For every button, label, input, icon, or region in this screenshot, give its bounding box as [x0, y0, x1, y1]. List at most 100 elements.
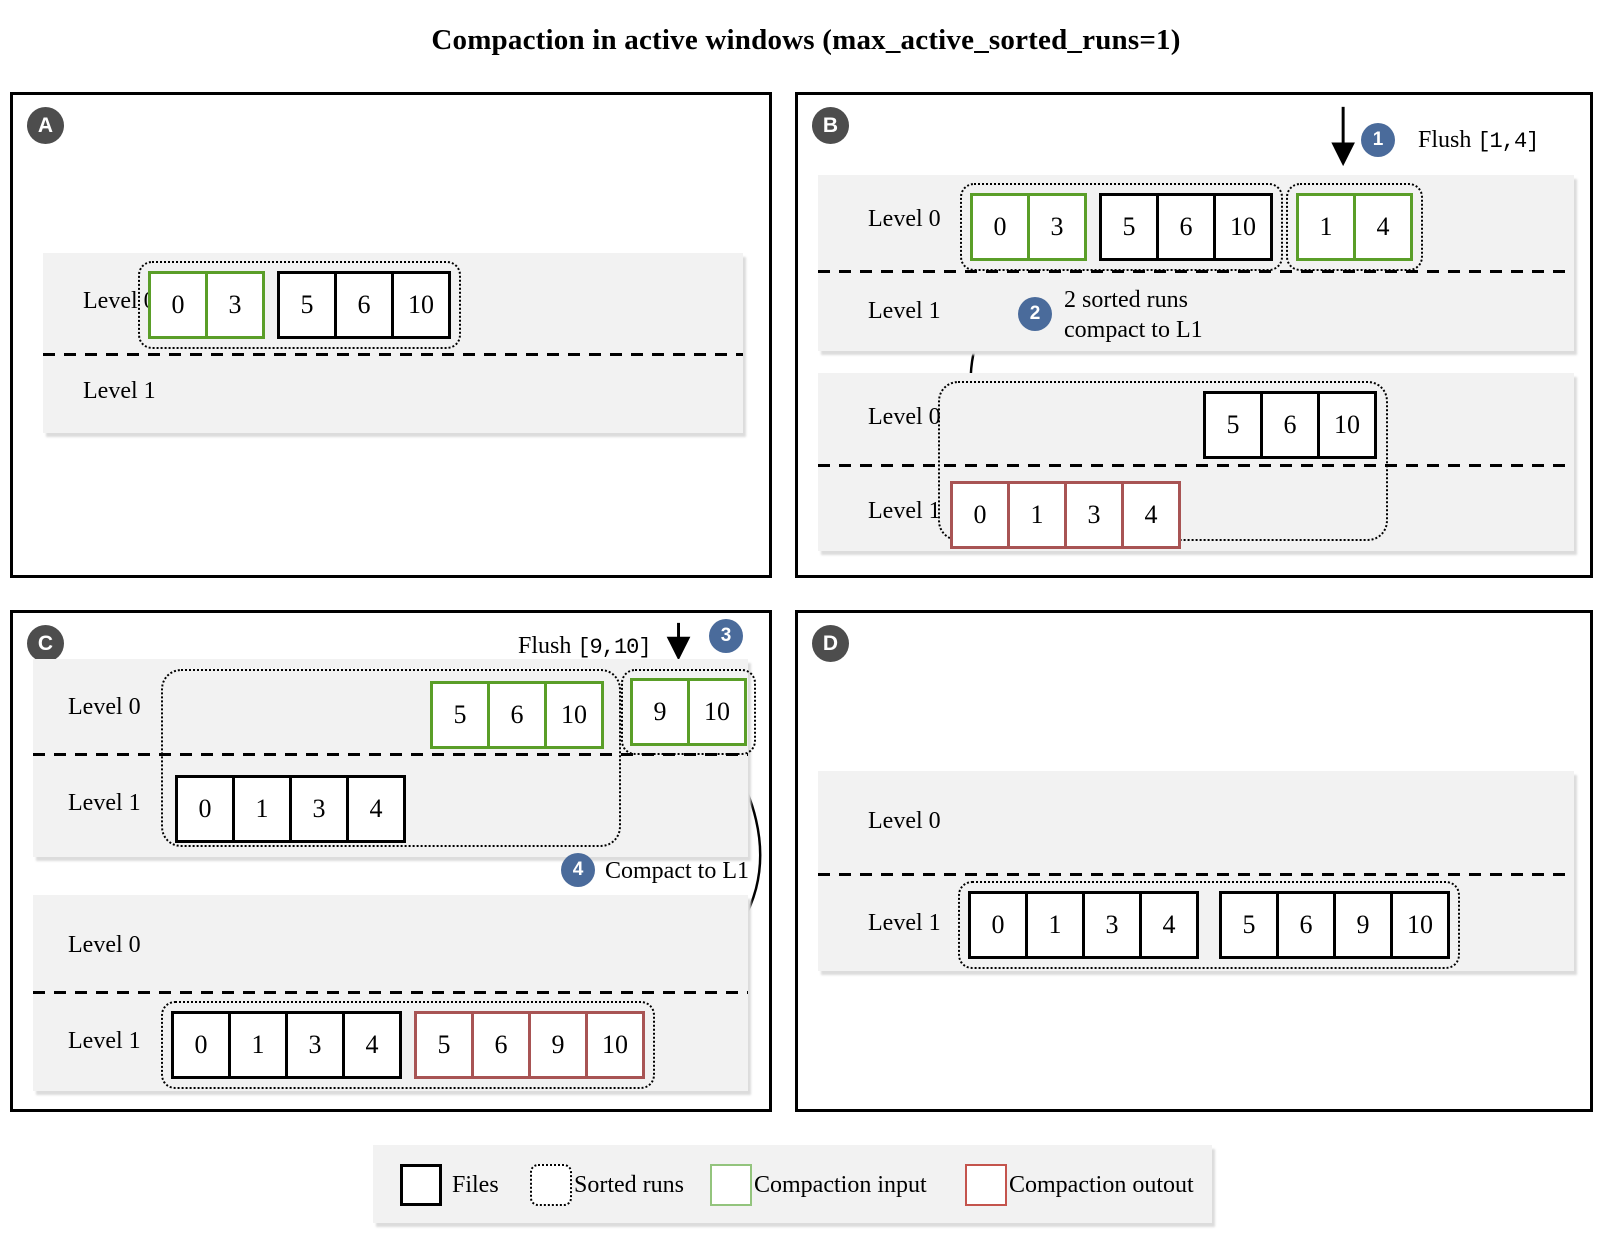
- step-4-badge: 4: [561, 853, 595, 887]
- compaction-input-swatch: [710, 1164, 752, 1206]
- files-swatch: [400, 1164, 442, 1206]
- level-0-label: Level 0: [68, 932, 141, 958]
- file-cell: 6: [1276, 894, 1333, 956]
- file-cell: 0: [973, 500, 987, 529]
- file-cell: 3: [1064, 484, 1121, 546]
- file-cell: 10: [544, 684, 601, 746]
- level-0-label: Level 0: [68, 694, 141, 720]
- file-cell: 9: [653, 697, 667, 726]
- flush-range: [1,4]: [1477, 129, 1539, 154]
- step-2-line-1: 2 sorted runs: [1064, 287, 1188, 313]
- file-cell: 4: [1353, 196, 1410, 258]
- legend-compaction-input-label: Compaction input: [754, 1172, 927, 1198]
- flush-annotation: Flush [9,10]: [518, 631, 652, 661]
- file-cell: 3: [289, 778, 346, 840]
- file-cell: 0: [171, 290, 185, 319]
- panel-a-badge: A: [27, 107, 64, 144]
- file-cell: 4: [342, 1014, 399, 1076]
- file-cell: 9: [1333, 894, 1390, 956]
- level-divider: [818, 270, 1574, 273]
- file-cell: 5: [300, 290, 314, 319]
- sorted-runs-swatch: [530, 1164, 572, 1206]
- level-divider: [33, 753, 748, 756]
- file-cell: 1: [228, 1014, 285, 1076]
- file-cell: 6: [1260, 394, 1317, 456]
- flush-annotation: Flush [1,4]: [1418, 125, 1539, 155]
- file-cell: 10: [1213, 196, 1270, 258]
- level-0-label: Level 0: [83, 288, 156, 314]
- file-cell: 1: [1319, 212, 1333, 241]
- file-cell: 10: [585, 1014, 642, 1076]
- diagram-title: Compaction in active windows (max_active…: [431, 24, 1181, 56]
- level-0-label: Level 0: [868, 404, 941, 430]
- legend: Files Sorted runs Compaction input Compa…: [373, 1145, 1212, 1223]
- legend-compaction-output-label: Compaction outout: [1009, 1172, 1194, 1198]
- file-cell: 5: [1242, 910, 1256, 939]
- level-divider: [33, 991, 748, 994]
- level-0-label: Level 0: [868, 206, 941, 232]
- file-cell: 10: [391, 274, 448, 336]
- file-cell: 6: [1156, 196, 1213, 258]
- level-divider: [818, 464, 1574, 467]
- file-cell: 5: [453, 700, 467, 729]
- level-1-label: Level 1: [68, 1028, 141, 1054]
- file-cell: 3: [1027, 196, 1084, 258]
- file-cell: 3: [1082, 894, 1139, 956]
- file-cell: 1: [1025, 894, 1082, 956]
- file-cell: 5: [1122, 212, 1136, 241]
- file-cell: 6: [334, 274, 391, 336]
- file-cell: 0: [991, 910, 1005, 939]
- step-2-line-2: compact to L1: [1064, 317, 1203, 343]
- level-divider: [43, 353, 743, 356]
- file-cell: 10: [1390, 894, 1447, 956]
- level-1-label: Level 1: [868, 498, 941, 524]
- file-cell: 0: [194, 1030, 208, 1059]
- file-cell: 6: [471, 1014, 528, 1076]
- file-cell: 3: [205, 274, 262, 336]
- file-cell: 4: [1139, 894, 1196, 956]
- flush-range: [9,10]: [577, 635, 651, 660]
- file-cell: 1: [1007, 484, 1064, 546]
- step-3-badge: 3: [709, 619, 743, 653]
- level-divider: [818, 873, 1574, 876]
- compaction-output-swatch: [965, 1164, 1007, 1206]
- step-2-annotation: 2 sorted runs compact to L1: [1064, 285, 1203, 345]
- flush-label: Flush: [518, 633, 572, 659]
- file-cell: 5: [437, 1030, 451, 1059]
- level-0-label: Level 0: [868, 808, 941, 834]
- panel-d-badge: D: [812, 625, 849, 662]
- step-1-badge: 1: [1361, 123, 1395, 157]
- panel-c-badge: C: [27, 625, 64, 662]
- file-cell: 4: [1121, 484, 1178, 546]
- file-cell: 3: [285, 1014, 342, 1076]
- legend-files-label: Files: [452, 1172, 499, 1198]
- file-cell: 5: [1226, 410, 1240, 439]
- step-4-annotation: Compact to L1: [605, 858, 749, 884]
